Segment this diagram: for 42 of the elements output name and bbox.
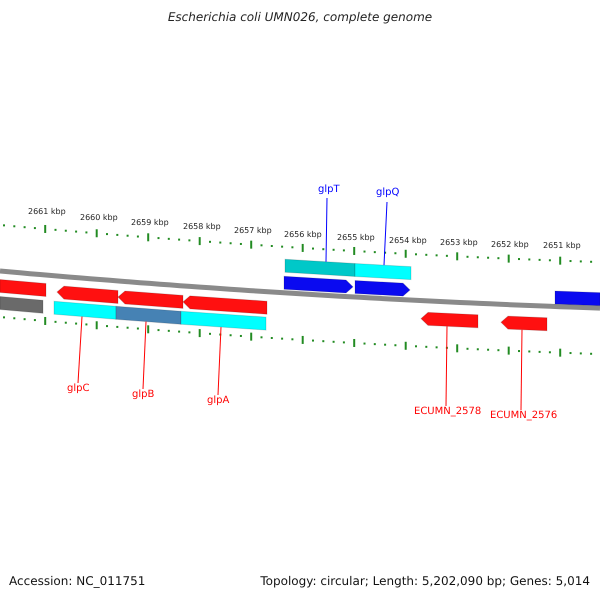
scale-label: 2656 kbp [284, 231, 322, 239]
scale-label: 2661 kbp [28, 208, 66, 216]
gene-label: glpC [67, 384, 90, 394]
gene-feature [284, 258, 356, 278]
scale-label: 2654 kbp [389, 237, 427, 245]
leader-line [520, 329, 522, 410]
gene-feature [0, 278, 46, 298]
gene-feature [182, 295, 268, 315]
gene-feature [56, 286, 118, 304]
scale-label: 2653 kbp [440, 239, 478, 247]
leader-line [142, 321, 146, 390]
scale-label: 2652 kbp [491, 241, 529, 249]
gene-label: glpT [318, 185, 340, 195]
gene-feature [420, 312, 478, 328]
leader-line [384, 202, 388, 266]
scale-label: 2660 kbp [80, 214, 118, 222]
leader-line [78, 316, 82, 384]
scale-label: 2651 kbp [543, 242, 581, 250]
gene-feature [116, 306, 182, 325]
gene-label: glpB [132, 390, 154, 400]
gene-label: ECUMN_2576 [490, 411, 558, 421]
gene-label: glpA [207, 396, 230, 406]
gene-feature [354, 280, 411, 297]
title: Escherichia coli UMN026, complete genome [166, 11, 434, 23]
leader-line [446, 326, 448, 406]
leader-line [218, 326, 222, 396]
gene-feature [500, 316, 548, 332]
scale-label: 2657 kbp [234, 227, 272, 235]
gene-feature [54, 300, 116, 320]
genome-info-text: Topology: circular; Length: 5,202,090 bp; Genes: 5,014 [260, 575, 590, 587]
gene-feature [554, 290, 600, 306]
scale-label: 2655 kbp [337, 234, 375, 242]
gene-label: ECUMN_2578 [414, 407, 482, 417]
accession-text: Accession: NC_011751 [9, 575, 146, 587]
gene-feature [117, 290, 184, 309]
scale-label: 2659 kbp [131, 219, 169, 227]
gene-feature [0, 296, 44, 314]
gene-feature [354, 262, 412, 280]
gene-label: glpQ [376, 188, 400, 198]
gene-feature [284, 276, 354, 294]
scale-label: 2658 kbp [183, 223, 221, 231]
gene-feature [180, 310, 266, 331]
